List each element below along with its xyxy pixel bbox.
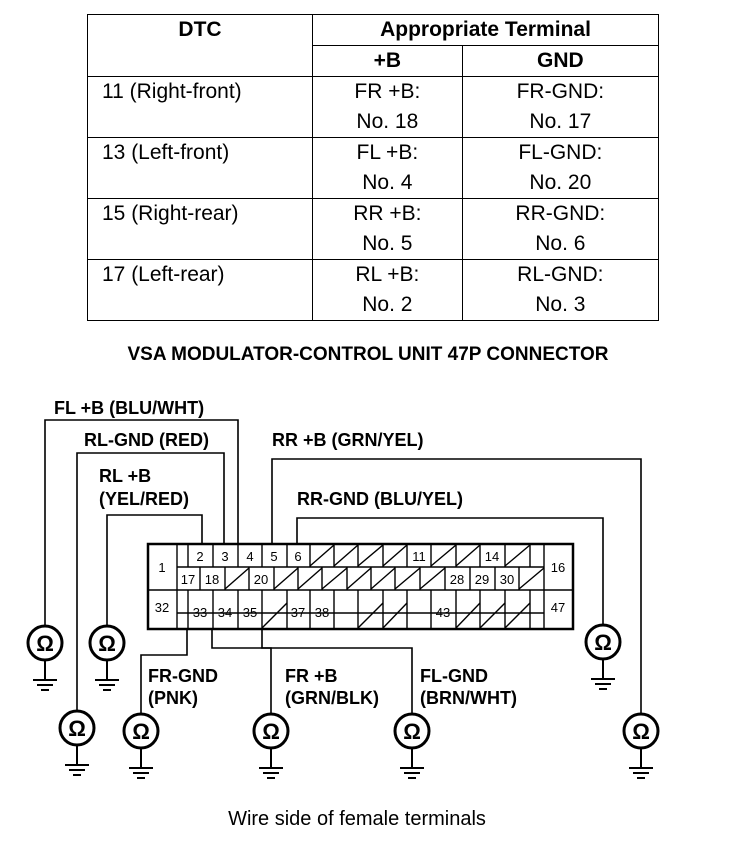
label-fl-b: FL +B (BLU/WHT) (54, 398, 204, 418)
pin-32: 32 (155, 600, 169, 615)
header-appropriate-terminal: Appropriate Terminal (312, 14, 659, 46)
ohmmeter-fr-gnd: Ω (122, 712, 160, 779)
header-gnd: GND (461, 45, 660, 77)
ohmmeter-rl-b: Ω (88, 624, 126, 691)
pin-11: 11 (412, 549, 426, 564)
header-dtc: DTC (87, 14, 313, 77)
pin-4: 4 (246, 549, 253, 564)
ohmmeter-fl-b: Ω (26, 624, 64, 691)
pin-2: 2 (196, 549, 203, 564)
label-rl-b: RL +B (99, 466, 151, 486)
pin-1: 1 (158, 560, 165, 575)
wire-labels: FL +B (BLU/WHT) RL-GND (RED) RL +B (YEL/… (54, 398, 517, 708)
pin-43: 43 (436, 605, 450, 620)
b-terminal-cell: FL +B: No. 4 (312, 137, 463, 199)
pin-34: 34 (218, 605, 232, 620)
ohm-icon: Ω (594, 630, 612, 655)
dtc-code: 17 (Left-rear) (87, 259, 313, 321)
ohm-icon: Ω (132, 719, 150, 744)
gnd-terminal-number: No. 17 (529, 110, 592, 133)
ohmmeter-fr-b: Ω (252, 712, 290, 779)
gnd-terminal-cell: RR-GND: No. 6 (461, 198, 660, 260)
b-terminal-cell: RR +B: No. 5 (312, 198, 463, 260)
b-terminal-name: FL +B: (356, 141, 419, 164)
dtc-code: 15 (Right-rear) (87, 198, 313, 260)
pin-35: 35 (243, 605, 257, 620)
connector-title: VSA MODULATOR-CONTROL UNIT 47P CONNECTOR (127, 344, 609, 365)
label-fr-gnd-color: (PNK) (148, 688, 198, 708)
pin-18: 18 (205, 572, 219, 587)
b-terminal-number: No. 2 (362, 293, 413, 316)
label-rr-b: RR +B (GRN/YEL) (272, 430, 424, 450)
pin-16: 16 (551, 560, 565, 575)
caption: Wire side of female terminals (228, 808, 486, 830)
label-fl-gnd-color: (BRN/WHT) (420, 688, 517, 708)
dtc-code: 11 (Right-front) (87, 76, 313, 138)
wires (44, 419, 642, 713)
b-terminal-number: No. 4 (362, 171, 413, 194)
gnd-terminal-name: RL-GND: (517, 263, 604, 286)
pin-28: 28 (450, 572, 464, 587)
label-fl-gnd: FL-GND (420, 666, 488, 686)
wire-rl-b (106, 514, 203, 625)
ohm-icon: Ω (632, 719, 650, 744)
pin-20: 20 (254, 572, 268, 587)
b-terminal-number: No. 5 (362, 232, 413, 255)
gnd-terminal-number: No. 20 (529, 171, 592, 194)
ohmmeter-rr-b: Ω (622, 712, 660, 779)
table-row: 17 (Left-rear) RL +B: No. 2 RL-GND: No. 3 (87, 259, 660, 321)
pin-47: 47 (551, 600, 565, 615)
b-terminal-name: RR +B: (353, 202, 422, 225)
pin-29: 29 (475, 572, 489, 587)
b-terminal-cell: RL +B: No. 2 (312, 259, 463, 321)
wire-rl-gnd (76, 452, 225, 710)
ohmmeter-rr-gnd: Ω (584, 623, 622, 690)
pin-30: 30 (500, 572, 514, 587)
pin-6: 6 (294, 549, 301, 564)
gnd-terminal-name: FL-GND: (518, 141, 603, 164)
ohmmeters: Ω Ω Ω Ω Ω Ω Ω Ω (26, 623, 660, 779)
dtc-terminal-table: DTC Appropriate Terminal +B GND 11 (Righ… (87, 14, 660, 321)
table-row: 15 (Right-rear) RR +B: No. 5 RR-GND: No. 6 (87, 198, 660, 260)
gnd-terminal-name: RR-GND: (515, 202, 606, 225)
gnd-terminal-number: No. 3 (535, 293, 586, 316)
pin-14: 14 (485, 549, 499, 564)
label-fr-b: FR +B (285, 666, 338, 686)
pin-38: 38 (315, 605, 329, 620)
pin-5: 5 (270, 549, 277, 564)
b-terminal-name: RL +B: (355, 263, 420, 286)
connector-47p: 1 2 3 4 5 6 11 14 16 17 18 20 28 29 30 3… (146, 542, 575, 631)
gnd-terminal-cell: FR-GND: No. 17 (461, 76, 660, 138)
label-fr-b-color: (GRN/BLK) (285, 688, 379, 708)
b-terminal-number: No. 18 (356, 110, 419, 133)
wire-rr-b (271, 458, 642, 713)
connector-outline (146, 542, 575, 631)
pin-33: 33 (193, 605, 207, 620)
ohm-icon: Ω (36, 631, 54, 656)
gnd-terminal-cell: RL-GND: No. 3 (461, 259, 660, 321)
b-terminal-name: FR +B: (354, 80, 421, 103)
ohm-icon: Ω (262, 719, 280, 744)
ohmmeter-rl-gnd: Ω (58, 709, 96, 776)
dtc-code: 13 (Left-front) (87, 137, 313, 199)
pin-37: 37 (291, 605, 305, 620)
wire-rr-gnd (296, 517, 604, 624)
ohm-icon: Ω (403, 719, 421, 744)
gnd-terminal-cell: FL-GND: No. 20 (461, 137, 660, 199)
pin-3: 3 (221, 549, 228, 564)
gnd-terminal-name: FR-GND: (516, 80, 605, 103)
label-rl-gnd: RL-GND (RED) (84, 430, 209, 450)
ohmmeter-fl-gnd: Ω (393, 712, 431, 779)
label-rl-b-color: (YEL/RED) (99, 489, 189, 509)
ohm-icon: Ω (68, 716, 86, 741)
label-rr-gnd: RR-GND (BLU/YEL) (297, 489, 463, 509)
table-row: 11 (Right-front) FR +B: No. 18 FR-GND: No.… (87, 76, 660, 138)
label-fr-gnd: FR-GND (148, 666, 218, 686)
pin-17: 17 (181, 572, 195, 587)
table-row: 13 (Left-front) FL +B: No. 4 FL-GND: No. 2… (87, 137, 660, 199)
ohm-icon: Ω (98, 631, 116, 656)
wire-fl-b (44, 419, 239, 625)
gnd-terminal-number: No. 6 (535, 232, 586, 255)
